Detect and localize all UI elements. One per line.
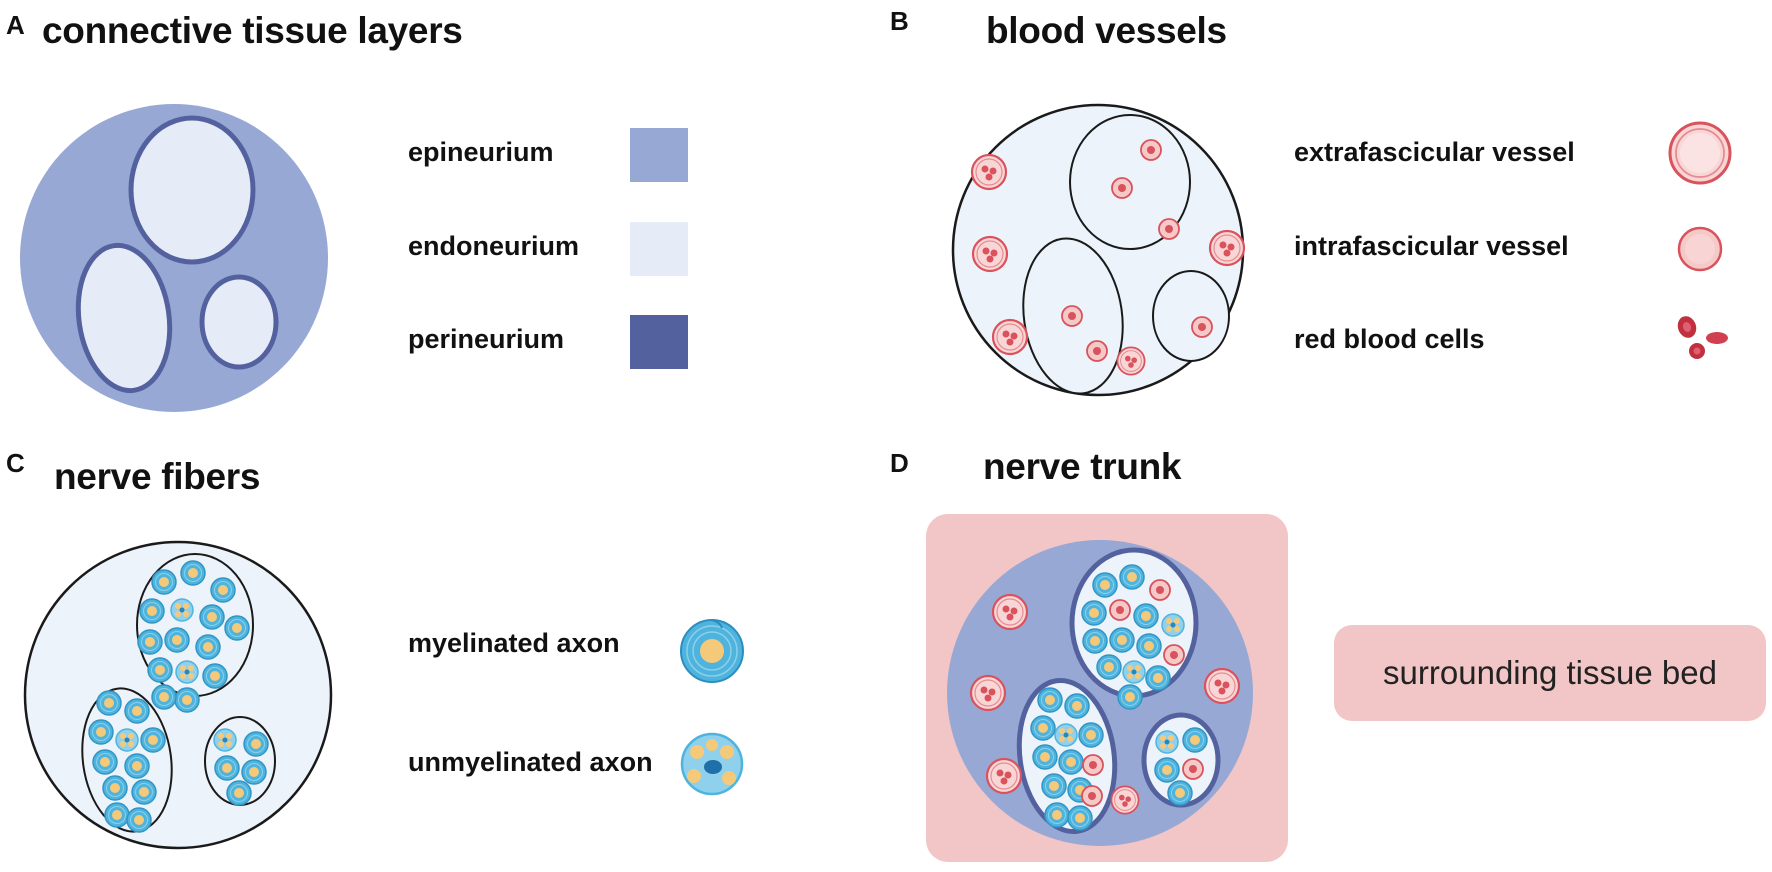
panel-b-nerve-diagram bbox=[951, 103, 1246, 397]
panel-a-title: connective tissue layers bbox=[42, 10, 463, 51]
extrafascicular-vessel bbox=[1110, 785, 1140, 815]
legend-intrafascicular-label: intrafascicular vessel bbox=[1294, 231, 1569, 261]
legend-myelinated-label: myelinated axon bbox=[408, 628, 620, 658]
intrafascicular-vessel bbox=[1140, 139, 1162, 161]
intrafascicular-vessel bbox=[1086, 340, 1108, 362]
legend-unmyelinated-label: unmyelinated axon bbox=[408, 747, 653, 777]
extrafascicular-vessel bbox=[985, 757, 1023, 795]
legend-endoneurium-label: endoneurium bbox=[408, 231, 580, 261]
fascicle-right bbox=[1152, 270, 1230, 362]
epineurium-swatch bbox=[630, 128, 688, 182]
extrafascicular-vessel-icon bbox=[1668, 121, 1732, 185]
extrafascicular-vessel bbox=[969, 674, 1007, 712]
fascicle-left bbox=[75, 242, 173, 394]
panel-c-letter: C bbox=[6, 448, 25, 478]
legend-rbc-label: red blood cells bbox=[1294, 324, 1485, 354]
intrafascicular-vessel-icon bbox=[1677, 226, 1723, 272]
legend-extrafascicular-label: extrafascicular vessel bbox=[1294, 137, 1575, 167]
intrafascicular-vessel bbox=[1111, 177, 1133, 199]
intrafascicular-vessel bbox=[1158, 218, 1180, 240]
legend-perineurium-label: perineurium bbox=[408, 324, 565, 354]
extrafascicular-vessel bbox=[1116, 346, 1146, 376]
extrafascicular-vessel bbox=[991, 318, 1029, 356]
panel-b-title: blood vessels bbox=[986, 10, 1227, 51]
surrounding-tissue-bed-label: surrounding tissue bed bbox=[1334, 625, 1766, 721]
panel-d-nerve-trunk-diagram bbox=[926, 514, 1288, 862]
panel-c-title: nerve fibers bbox=[54, 456, 261, 497]
extrafascicular-vessel bbox=[1208, 229, 1246, 267]
red-blood-cells-icon bbox=[1677, 316, 1728, 359]
extrafascicular-vessel bbox=[970, 153, 1008, 191]
panel-d-title: nerve trunk bbox=[983, 446, 1182, 487]
extrafascicular-vessel bbox=[991, 593, 1029, 631]
extrafascicular-vessel bbox=[1203, 667, 1241, 705]
endoneurium-swatch bbox=[630, 222, 688, 276]
unmyelinated-axon-icon bbox=[680, 732, 744, 796]
panel-c-nerve-diagram bbox=[23, 540, 333, 850]
extrafascicular-vessel bbox=[971, 235, 1009, 273]
myelinated-axon-icon bbox=[680, 619, 744, 683]
fascicle-right bbox=[199, 274, 279, 370]
fascicle-large bbox=[128, 115, 256, 265]
intrafascicular-vessel bbox=[1061, 305, 1083, 327]
panel-d-letter: D bbox=[890, 448, 909, 478]
legend-epineurium-label: epineurium bbox=[408, 137, 554, 167]
perineurium-swatch bbox=[630, 315, 688, 369]
panel-b-letter: B bbox=[890, 6, 909, 36]
panel-a-nerve-diagram bbox=[20, 104, 328, 412]
intrafascicular-vessel bbox=[1191, 316, 1213, 338]
panel-a-letter: A bbox=[6, 10, 25, 40]
